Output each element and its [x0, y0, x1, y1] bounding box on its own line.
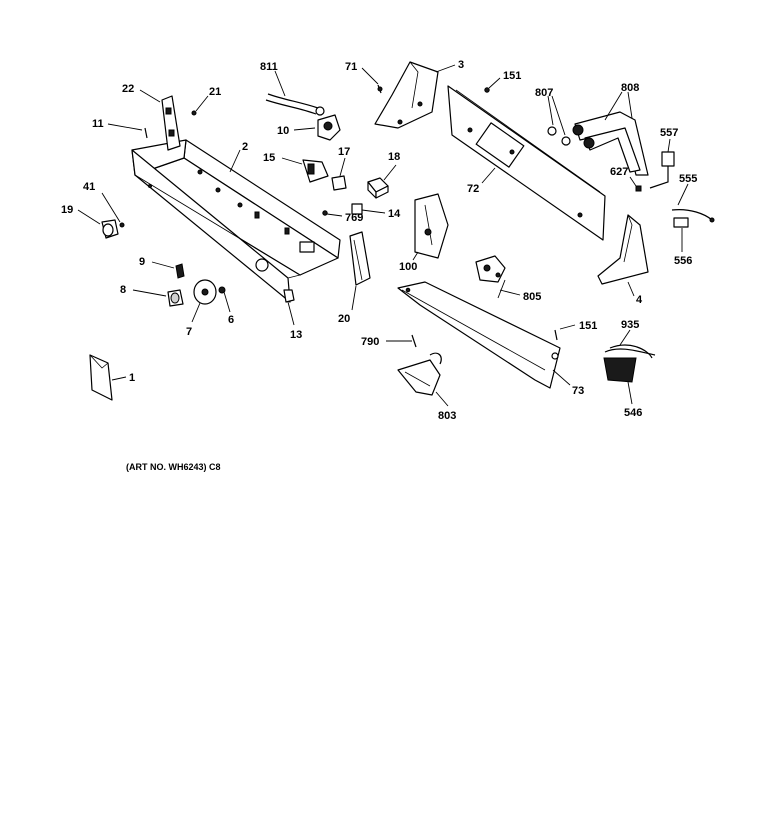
part-807-washers: 807 — [535, 87, 571, 146]
part-151-screw-lower: 151 — [554, 320, 597, 341]
label-6: 6 — [228, 314, 234, 326]
label-8: 8 — [120, 284, 126, 296]
label-100: 100 — [399, 261, 417, 273]
part-7-dial: 7 — [186, 279, 217, 338]
label-557: 557 — [660, 127, 678, 139]
part-811-hose: 811 — [260, 61, 325, 116]
part-790-screw: 790 — [361, 334, 417, 348]
part-15-switch: 15 — [263, 152, 329, 183]
part-13-endcap: 13 — [283, 289, 302, 341]
label-151-lower: 151 — [579, 320, 597, 332]
part-17-switch: 17 — [331, 146, 350, 191]
part-73-lower-panel: 73 — [397, 281, 584, 397]
part-935-wire: 935 — [604, 319, 656, 359]
part-627-clip: 627 — [610, 166, 642, 192]
part-19-knob: 19 — [61, 204, 119, 239]
part-4-end-cap: 4 — [597, 214, 649, 306]
part-556-connector: 556 — [673, 217, 692, 267]
label-805: 805 — [523, 291, 541, 303]
part-2-control-panel: 2 — [131, 139, 341, 303]
part-769-screw: 769 — [322, 210, 363, 224]
label-556: 556 — [674, 255, 692, 267]
label-769: 769 — [345, 212, 363, 224]
art-number-caption: (ART NO. WH6243) C8 — [126, 462, 221, 472]
label-4: 4 — [636, 294, 643, 306]
label-14: 14 — [388, 208, 401, 220]
part-11-screw: 11 — [92, 118, 148, 139]
label-73: 73 — [572, 385, 584, 397]
part-3-end-cap: 3 — [374, 59, 464, 129]
part-20-trim: 20 — [338, 231, 371, 325]
label-627: 627 — [610, 166, 628, 178]
label-1: 1 — [129, 372, 135, 384]
label-19: 19 — [61, 204, 73, 216]
part-100-timer: 100 — [399, 193, 449, 273]
part-803-bracket: 803 — [397, 352, 456, 422]
part-151-screw-upper: 151 — [484, 70, 521, 93]
label-20: 20 — [338, 313, 350, 325]
part-557-sensor: 557 — [649, 127, 678, 189]
label-11: 11 — [92, 118, 104, 130]
label-9: 9 — [139, 256, 145, 268]
label-17: 17 — [338, 146, 350, 158]
part-9-spring: 9 — [139, 256, 185, 279]
label-790: 790 — [361, 336, 379, 348]
label-3: 3 — [458, 59, 464, 71]
part-1-manual: 1 — [89, 354, 135, 401]
label-18: 18 — [388, 151, 400, 163]
label-546: 546 — [624, 407, 642, 419]
label-13: 13 — [290, 329, 302, 341]
label-72: 72 — [467, 183, 479, 195]
label-10: 10 — [277, 125, 289, 137]
label-71: 71 — [345, 61, 357, 73]
label-808: 808 — [621, 82, 639, 94]
part-808-hoses: 808 — [572, 82, 649, 176]
part-6-washer: 6 — [218, 286, 234, 326]
part-10-pressure-switch: 10 — [277, 114, 341, 141]
label-22: 22 — [122, 83, 134, 95]
label-151-upper: 151 — [503, 70, 521, 82]
label-2: 2 — [242, 141, 248, 153]
label-41: 41 — [83, 181, 95, 193]
label-21: 21 — [209, 86, 221, 98]
label-935: 935 — [621, 319, 639, 331]
part-21-screw: 21 — [191, 86, 221, 116]
label-7: 7 — [186, 326, 192, 338]
label-15: 15 — [263, 152, 275, 164]
label-811: 811 — [260, 61, 278, 73]
part-71-screw: 71 — [345, 61, 383, 94]
part-546-harness: 546 — [603, 357, 642, 419]
part-22-bracket: 22 — [122, 83, 181, 151]
part-555-cord: 555 — [671, 173, 715, 223]
label-803: 803 — [438, 410, 456, 422]
part-41-spring: 41 — [83, 181, 125, 228]
label-807: 807 — [535, 87, 553, 99]
part-18-block: 18 — [367, 151, 400, 199]
part-72-rear-panel: 72 — [447, 85, 606, 241]
part-14-switch: 14 — [351, 203, 401, 220]
label-555: 555 — [679, 173, 697, 185]
part-8-knob: 8 — [120, 284, 184, 307]
part-805-switch: 805 — [475, 255, 541, 303]
